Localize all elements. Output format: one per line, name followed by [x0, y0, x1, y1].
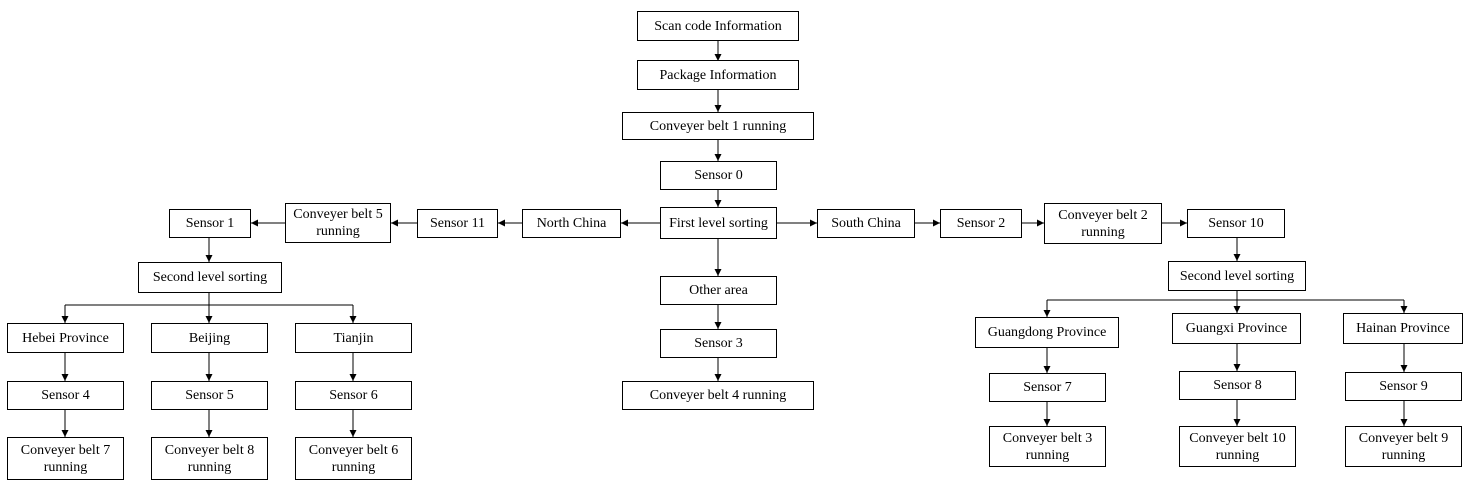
conveyer-belt-3-node: Conveyer belt 3 running: [989, 426, 1106, 467]
sensor-2-node: Sensor 2: [940, 209, 1022, 238]
second-level-sorting-right-node: Second level sorting: [1168, 261, 1306, 291]
tianjin-node: Tianjin: [295, 323, 412, 353]
sensor-1-node: Sensor 1: [169, 209, 251, 238]
sensor-0-node: Sensor 0: [660, 161, 777, 190]
sensor-11-node: Sensor 11: [417, 209, 498, 238]
sensor-8-node: Sensor 8: [1179, 371, 1296, 400]
first-level-sorting-node: First level sorting: [660, 207, 777, 239]
beijing-node: Beijing: [151, 323, 268, 353]
conveyer-belt-4-node: Conveyer belt 4 running: [622, 381, 814, 410]
second-level-sorting-left-node: Second level sorting: [138, 262, 282, 293]
conveyer-belt-10-node: Conveyer belt 10 running: [1179, 426, 1296, 467]
conveyer-belt-5-node: Conveyer belt 5 running: [285, 203, 391, 243]
conveyer-belt-6-node: Conveyer belt 6 running: [295, 437, 412, 480]
guangxi-province-node: Guangxi Province: [1172, 313, 1301, 344]
other-area-node: Other area: [660, 276, 777, 305]
hebei-province-node: Hebei Province: [7, 323, 124, 353]
sensor-5-node: Sensor 5: [151, 381, 268, 410]
conveyer-belt-7-node: Conveyer belt 7 running: [7, 437, 124, 480]
sensor-7-node: Sensor 7: [989, 373, 1106, 402]
sensor-9-node: Sensor 9: [1345, 372, 1462, 401]
sensor-3-node: Sensor 3: [660, 329, 777, 358]
sensor-4-node: Sensor 4: [7, 381, 124, 410]
north-china-node: North China: [522, 209, 621, 238]
hainan-province-node: Hainan Province: [1343, 313, 1463, 344]
conveyer-belt-2-node: Conveyer belt 2 running: [1044, 203, 1162, 244]
south-china-node: South China: [817, 209, 915, 238]
conveyer-belt-1-node: Conveyer belt 1 running: [622, 112, 814, 140]
package-info-node: Package Information: [637, 60, 799, 90]
conveyer-belt-9-node: Conveyer belt 9 running: [1345, 426, 1462, 467]
sensor-10-node: Sensor 10: [1187, 209, 1285, 238]
conveyer-belt-8-node: Conveyer belt 8 running: [151, 437, 268, 480]
sensor-6-node: Sensor 6: [295, 381, 412, 410]
guangdong-province-node: Guangdong Province: [975, 317, 1119, 348]
scan-code-info-node: Scan code Information: [637, 11, 799, 41]
